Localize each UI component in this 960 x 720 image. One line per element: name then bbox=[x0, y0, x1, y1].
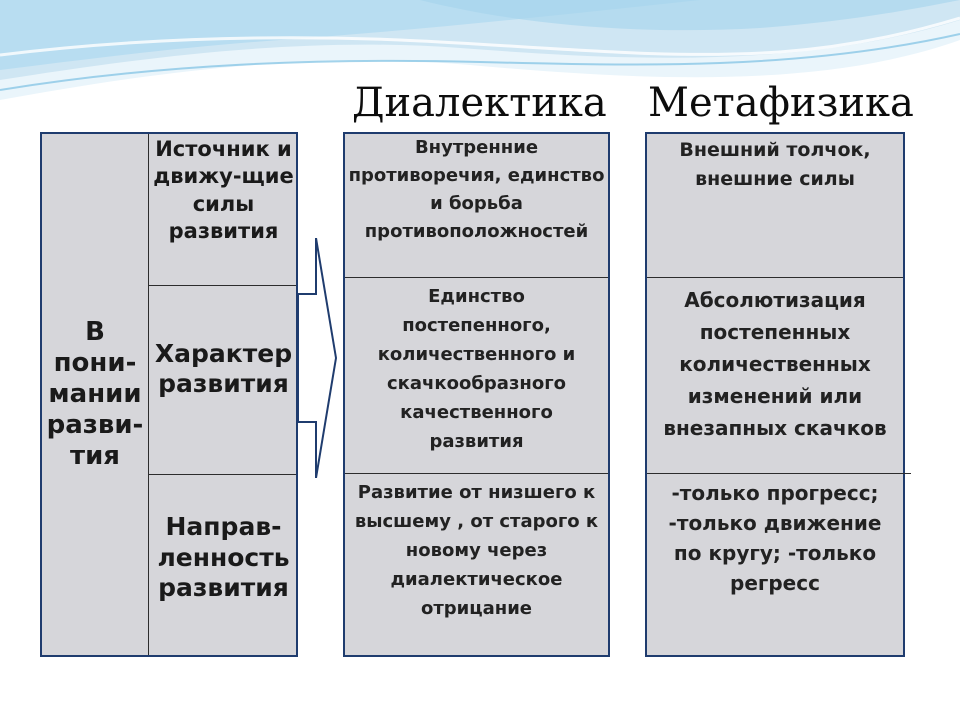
column-divider bbox=[148, 134, 149, 655]
metaphysics-source: Внешний толчок, внешние силы bbox=[679, 139, 871, 190]
row-caption: В пони-мании разви-тия bbox=[46, 316, 144, 472]
heading-dialectics: Диалектика bbox=[352, 80, 607, 126]
dialectics-panel: Внутренние противоречия, единство и борь… bbox=[343, 132, 610, 657]
criterion-character: Характер развития bbox=[154, 339, 293, 398]
metaphysics-character: Абсолютизация постепенных количественных… bbox=[663, 288, 887, 440]
row-divider bbox=[148, 474, 296, 475]
criteria-panel: В пони-мании разви-тия Источник и движу-… bbox=[40, 132, 298, 657]
arrow-right-icon bbox=[298, 238, 338, 478]
row-divider bbox=[647, 473, 911, 474]
row-divider bbox=[345, 277, 608, 278]
metaphysics-panel: Внешний толчок, внешние силы Абсолютизац… bbox=[645, 132, 911, 657]
heading-metaphysics: Метафизика bbox=[648, 80, 914, 126]
row-divider bbox=[148, 285, 296, 286]
dialectics-source: Внутренние противоречия, единство и борь… bbox=[348, 137, 605, 242]
criterion-source: Источник и движу-щие силы развития bbox=[153, 137, 294, 243]
dialectics-direction: Развитие от низшего к высшему , от старо… bbox=[354, 482, 599, 619]
dialectics-character: Единство постепенного, количественного и… bbox=[377, 286, 576, 452]
row-divider bbox=[647, 277, 903, 278]
metaphysics-direction: -только прогресс; -только движение по кр… bbox=[668, 481, 882, 595]
criterion-direction: Направ-ленность развития bbox=[157, 512, 290, 602]
header-wave-decoration bbox=[0, 0, 960, 100]
row-divider bbox=[345, 473, 608, 474]
